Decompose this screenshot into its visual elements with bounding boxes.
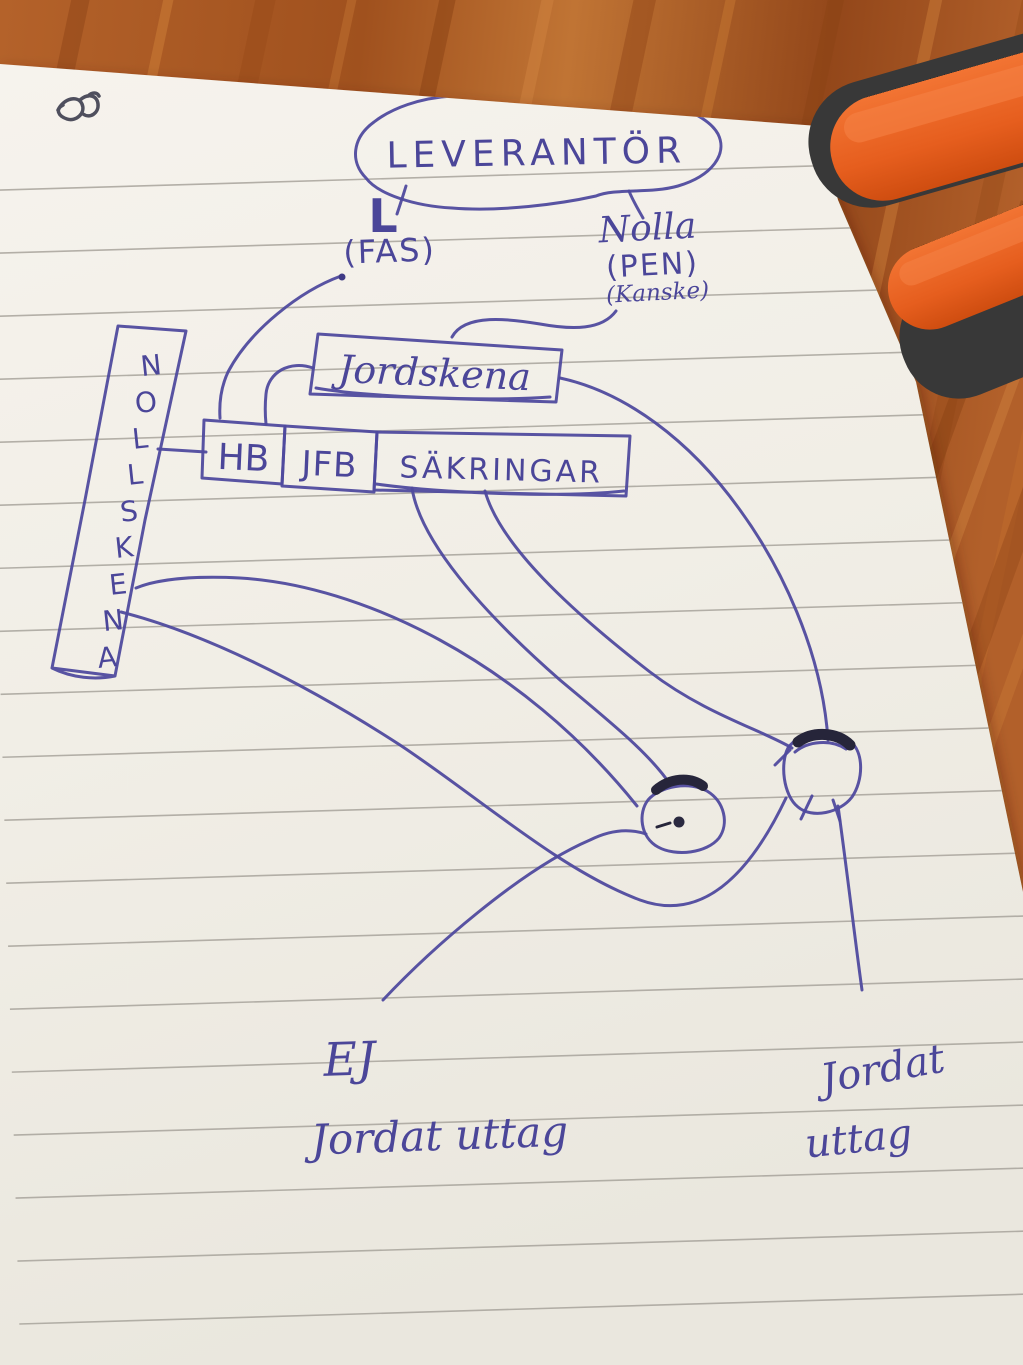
right-outlet-label-line2: uttag <box>803 1111 915 1168</box>
left-outlet-circle <box>640 784 726 854</box>
boxes <box>50 324 632 680</box>
wire-nollskena-to-right-outlet <box>119 610 788 908</box>
rcd-label: JFB <box>299 444 359 486</box>
fuses-label: SÄKRINGAR <box>399 449 603 490</box>
pliers-handle-upper <box>808 20 1023 208</box>
supplier-label: LEVERANTÖR <box>386 129 687 176</box>
svg-text:O: O <box>133 385 158 420</box>
main-breaker-label: HB <box>217 437 271 480</box>
right-outlet-stubs <box>773 748 842 823</box>
wire-nollskena-to-left-outlet <box>134 575 639 808</box>
left-outlet-dot <box>673 816 685 828</box>
leader-left-outlet-label <box>381 829 648 1002</box>
right-outlet-dark-top <box>792 729 856 751</box>
wire-cloud-to-phase <box>395 184 408 216</box>
left-outlet-dash <box>655 821 672 829</box>
wire-fuses-to-right-outlet <box>483 489 794 750</box>
corner-scribble <box>56 91 101 122</box>
svg-text:N: N <box>101 603 125 638</box>
svg-text:A: A <box>96 640 119 675</box>
svg-text:L: L <box>126 457 145 491</box>
neutral-bus-label: N O L L S K E N A <box>96 348 163 675</box>
notebook-paper <box>0 64 1023 1365</box>
pliers-handle-lower <box>887 157 1023 399</box>
left-outlet-dark-top <box>651 774 708 795</box>
wire-phase-to-hb <box>218 274 343 420</box>
svg-text:K: K <box>113 530 135 565</box>
wire-cloud-to-neutral <box>627 189 645 220</box>
svg-text:N: N <box>139 348 163 383</box>
left-outlet-label-line1: EJ <box>322 1031 379 1087</box>
labels: LEVERANTÖR L (FAS) Nolla (PEN) (Kanske) … <box>96 129 949 1167</box>
earth-bus-label: Jordskena <box>330 347 531 400</box>
neutral-sub2-label: (Kanske) <box>606 277 710 308</box>
ruled-lines <box>0 156 1023 1325</box>
sakringar-box <box>372 430 632 498</box>
jfb-box <box>280 424 379 494</box>
left-outlet-label-line2: Jordat uttag <box>302 1107 569 1165</box>
neutral-sub-label: (PEN) <box>605 246 700 286</box>
phase-sub-label: (FAS) <box>343 230 437 271</box>
svg-text:E: E <box>107 567 128 602</box>
wire-jordskena-arc-to-right-outlet <box>558 376 830 742</box>
phase-label: L <box>368 189 397 243</box>
neutral-label: Nolla <box>597 205 698 251</box>
nollskena-box <box>50 324 188 680</box>
outlets <box>640 729 863 854</box>
wire-nollskena-to-hb <box>156 447 208 454</box>
svg-text:S: S <box>118 494 139 529</box>
wire-neutral-to-jordskena <box>450 309 618 339</box>
wire-jordskena-to-jfb <box>263 364 315 426</box>
leader-right-outlet-label <box>836 804 864 992</box>
svg-text:L: L <box>131 421 150 455</box>
pliers-handles <box>808 20 1023 399</box>
jordskena-box <box>308 332 564 404</box>
wire-fuses-to-left-outlet <box>410 486 672 786</box>
supplier-cloud <box>354 85 723 211</box>
wires <box>119 273 864 1002</box>
